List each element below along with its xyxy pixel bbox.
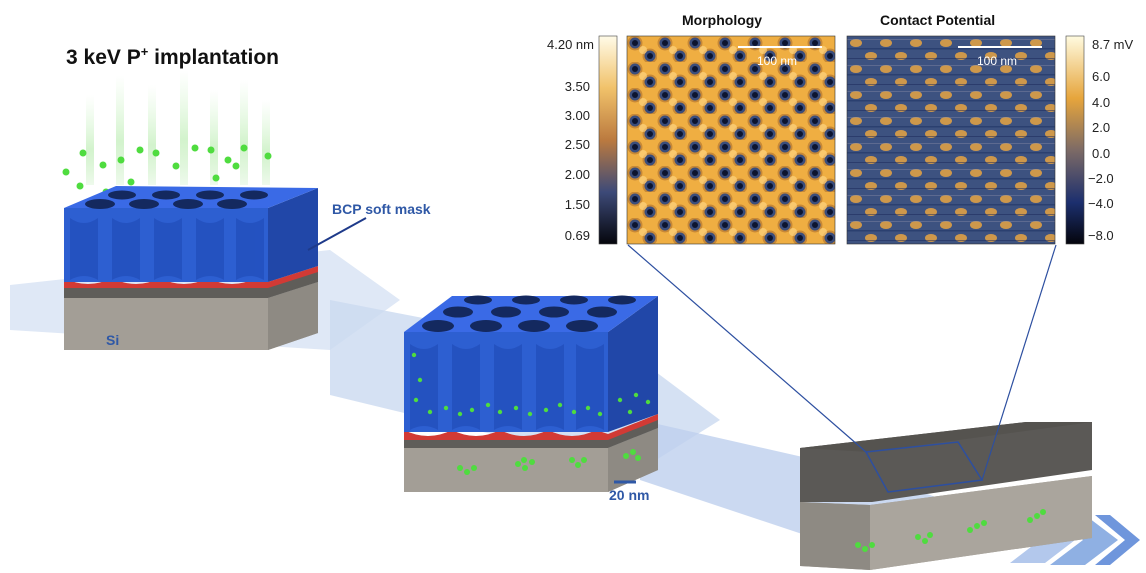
cpd-tick: 4.0 <box>1092 95 1110 110</box>
morphology-title: Morphology <box>682 12 762 28</box>
title-main: 3 keV P <box>66 46 141 69</box>
trapped-dopants <box>411 352 651 417</box>
scale-bar-label: 20 nm <box>609 487 649 503</box>
cpd-tick: 2.0 <box>1092 120 1110 135</box>
afm-panels: Morphology Contact Potential 4.20 nm 3.5… <box>547 12 1134 245</box>
morphology-colorbar <box>598 35 618 245</box>
morph-tick: 2.00 <box>565 167 590 182</box>
morphology-colorbar-ticks: 4.20 nm 3.50 3.00 2.50 2.00 1.50 0.69 <box>547 37 594 243</box>
zoom-lines <box>627 244 1057 481</box>
contact-potential-image <box>847 36 1055 244</box>
cpd-tick: 0.0 <box>1092 146 1110 161</box>
title-rest: implantation <box>148 46 279 69</box>
implanted-dopants <box>457 449 641 475</box>
cpd-tick: −2.0 <box>1088 171 1114 186</box>
morph-tick: 1.50 <box>565 197 590 212</box>
silicon-label: Si <box>106 332 119 348</box>
morph-tick: 3.00 <box>565 108 590 123</box>
svg-text:3 keV P+ implantation: 3 keV P+ implantation <box>66 44 279 69</box>
activated-dopants <box>855 509 1046 552</box>
block-implanted-sample <box>404 295 658 492</box>
contact-potential-colorbar <box>1065 35 1085 245</box>
cpd-tick: 8.7 mV <box>1092 37 1134 52</box>
bcp-mask-annotation: BCP soft mask <box>307 201 431 251</box>
contact-potential-title: Contact Potential <box>880 12 995 28</box>
morphology-scalebar-label: 100 nm <box>757 54 797 68</box>
morph-tick: 3.50 <box>565 79 590 94</box>
phosphorus-ions <box>62 144 272 196</box>
morph-tick: 2.50 <box>565 137 590 152</box>
contact-potential-scalebar: 100 nm <box>958 46 1042 68</box>
cpd-tick: 6.0 <box>1092 69 1110 84</box>
cpd-tick: −8.0 <box>1088 228 1114 243</box>
block-final-sample <box>800 422 1092 570</box>
block-masked-sample: Si <box>64 186 318 350</box>
morph-tick: 0.69 <box>565 228 590 243</box>
scale-bar-20nm: 20 nm <box>609 480 649 503</box>
cpd-tick: −4.0 <box>1088 196 1114 211</box>
morphology-image <box>627 36 835 244</box>
contact-potential-colorbar-ticks: 8.7 mV 6.0 4.0 2.0 0.0 −2.0 −4.0 −8.0 <box>1088 37 1134 243</box>
contact-potential-scalebar-label: 100 nm <box>977 54 1017 68</box>
morphology-scalebar: 100 nm <box>738 46 822 68</box>
title-superscript: + <box>141 44 149 59</box>
morph-tick: 4.20 nm <box>547 37 594 52</box>
bcp-mask-label: BCP soft mask <box>332 201 431 217</box>
ion-beam-streaks <box>86 70 270 185</box>
implantation-title: 3 keV P+ implantation <box>66 44 279 69</box>
